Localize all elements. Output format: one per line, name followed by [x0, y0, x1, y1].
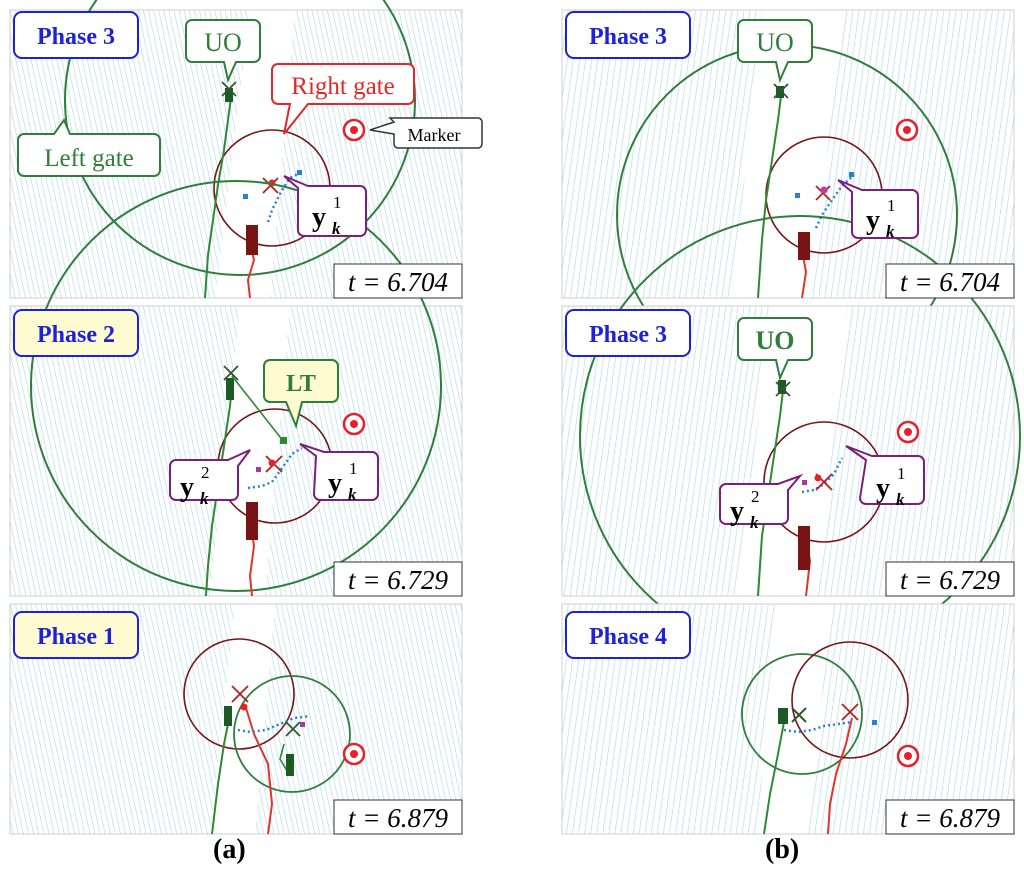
svg-text:k: k [200, 489, 209, 508]
phase-badge-box [13, 309, 139, 357]
track-red-head [246, 225, 258, 255]
left-gate-callout: Left gate [17, 117, 161, 177]
svg-text:Right gate: Right gate [291, 73, 394, 100]
left-gate-circle [64, 0, 416, 276]
svg-text:t = 6.704: t = 6.704 [348, 267, 448, 297]
uo-callout-p1: UO [185, 19, 261, 84]
svg-text:UO: UO [756, 28, 794, 57]
right-gate-circle [791, 641, 909, 759]
svg-text:LT: LT [286, 371, 316, 397]
svg-text:y: y [180, 472, 194, 503]
marker-icon [896, 420, 920, 444]
caption-a: (a) [213, 834, 246, 865]
blue-detections [266, 170, 303, 223]
svg-text:1: 1 [897, 464, 906, 483]
marker-icon [342, 742, 366, 766]
left-gate-circle [30, 180, 442, 592]
svg-text:y: y [312, 202, 326, 233]
phase-label: Phase 2 [37, 322, 115, 348]
left-gate-circle [233, 675, 351, 793]
svg-text:1: 1 [887, 196, 896, 215]
svg-text:2: 2 [751, 487, 760, 506]
y1-callout-p2: y 1 k [837, 179, 919, 241]
svg-text:k: k [886, 222, 895, 241]
panel-b-bottom [561, 603, 1015, 835]
track-green-head [225, 88, 233, 102]
phase-badge-p6: Phase 4 [565, 611, 691, 659]
svg-text:t = 6.879: t = 6.879 [348, 803, 448, 833]
phase-badge-box [13, 11, 139, 59]
phase-badge-box [565, 611, 691, 659]
right-gate-callout: Right gate [271, 63, 415, 135]
svg-text:k: k [750, 513, 759, 532]
phase-label: Phase 3 [589, 322, 667, 348]
left-gate-circle [741, 653, 863, 775]
y2-callout-p4: y 2 k [719, 473, 804, 532]
y1-callout-p4: y 1 k [845, 445, 925, 509]
svg-text:t = 6.879: t = 6.879 [900, 803, 1000, 833]
time-label-p3: t = 6.729 [333, 561, 463, 597]
svg-text:k: k [332, 219, 341, 238]
phase-label: Phase 1 [37, 624, 115, 650]
svg-text:t = 6.704: t = 6.704 [900, 267, 1000, 297]
time-label-p2: t = 6.704 [885, 263, 1015, 299]
svg-text:k: k [348, 485, 357, 504]
lt-callout: LT [263, 359, 339, 430]
phase-label: Phase 3 [589, 24, 667, 50]
svg-text:1: 1 [333, 193, 342, 212]
svg-text:y: y [730, 496, 744, 527]
svg-text:y: y [866, 205, 880, 236]
phase-badge-p5: Phase 1 [13, 611, 139, 659]
uo-callout-p4: UO [737, 317, 813, 382]
svg-text:UO: UO [756, 326, 795, 355]
svg-text:UO: UO [204, 28, 242, 57]
marker-icon [896, 744, 920, 768]
phase-label: Phase 4 [589, 624, 667, 650]
track-green [204, 89, 233, 299]
phase-label: Phase 3 [37, 24, 115, 50]
svg-text:k: k [896, 490, 905, 509]
svg-text:Left gate: Left gate [44, 145, 134, 172]
phase-badge-box [565, 309, 691, 357]
svg-text:y: y [876, 473, 890, 504]
y1-callout-p1: y 1 k [283, 175, 367, 238]
uo-callout-p2: UO [737, 19, 813, 84]
svg-text:y: y [328, 468, 342, 499]
time-label-p6: t = 6.879 [885, 799, 1015, 835]
right-gate-circle [183, 638, 295, 750]
road-region-right [270, 10, 462, 298]
marker-icon [342, 412, 366, 436]
caption-b: (b) [765, 834, 800, 865]
phase-badge-p1: Phase 3 [13, 11, 139, 59]
y1-callout-p3: y 1 k [299, 443, 379, 504]
svg-text:1: 1 [349, 459, 358, 478]
y2-callout-p3: y 2 k [169, 449, 251, 508]
marker-icon [342, 118, 366, 142]
phase-badge-box [13, 611, 139, 659]
svg-text:t = 6.729: t = 6.729 [900, 565, 1000, 595]
phase-badge-p4: Phase 3 [565, 309, 691, 357]
time-label-p5: t = 6.879 [333, 799, 463, 835]
phase-badge-p2: Phase 3 [565, 11, 691, 59]
time-label-p4: t = 6.729 [885, 561, 1015, 597]
svg-text:2: 2 [201, 463, 210, 482]
marker-callout: Marker [369, 117, 483, 149]
svg-text:Marker: Marker [408, 125, 461, 145]
time-label-p1: t = 6.704 [333, 263, 463, 299]
marker-icon [895, 118, 919, 142]
phase-badge-box [565, 11, 691, 59]
svg-text:t = 6.729: t = 6.729 [348, 565, 448, 595]
uo-cross [221, 81, 237, 97]
phase-badge-p3: Phase 2 [13, 309, 139, 357]
